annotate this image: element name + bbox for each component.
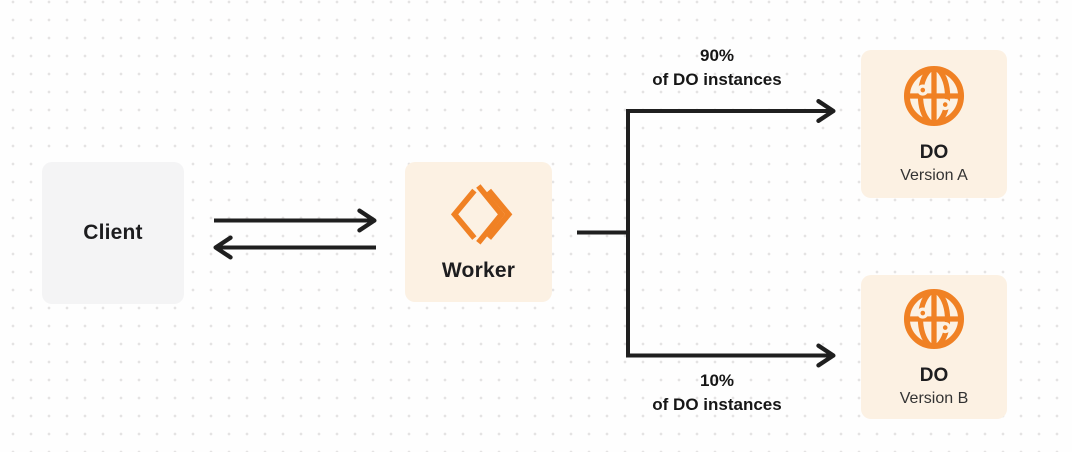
globe-icon xyxy=(903,65,965,126)
split-10-line2: of DO instances xyxy=(652,395,782,414)
split-90-line1: 90% xyxy=(699,46,735,65)
worker-label: Worker xyxy=(441,258,516,282)
split-10-line1: 10% xyxy=(699,371,735,390)
worker-node: Worker xyxy=(405,162,552,302)
client-node: Client xyxy=(42,162,184,304)
split-label-90-percent: 90% of DO instances xyxy=(607,44,827,92)
do-a-subtitle: Version A xyxy=(900,166,968,184)
do-version-b-node: DO Version B xyxy=(861,275,1007,419)
globe-icon xyxy=(903,288,965,349)
arrow-split-to-do-a xyxy=(626,99,836,233)
do-b-subtitle: Version B xyxy=(899,389,969,407)
client-label: Client xyxy=(83,221,143,244)
do-a-title: DO xyxy=(919,141,949,163)
do-b-title: DO xyxy=(919,364,949,386)
split-90-line2: of DO instances xyxy=(652,70,782,89)
cloudflare-workers-icon xyxy=(450,183,512,244)
split-label-10-percent: 10% of DO instances xyxy=(607,369,827,417)
arrow-split-to-do-b xyxy=(626,232,836,368)
do-version-a-node: DO Version A xyxy=(861,50,1007,198)
